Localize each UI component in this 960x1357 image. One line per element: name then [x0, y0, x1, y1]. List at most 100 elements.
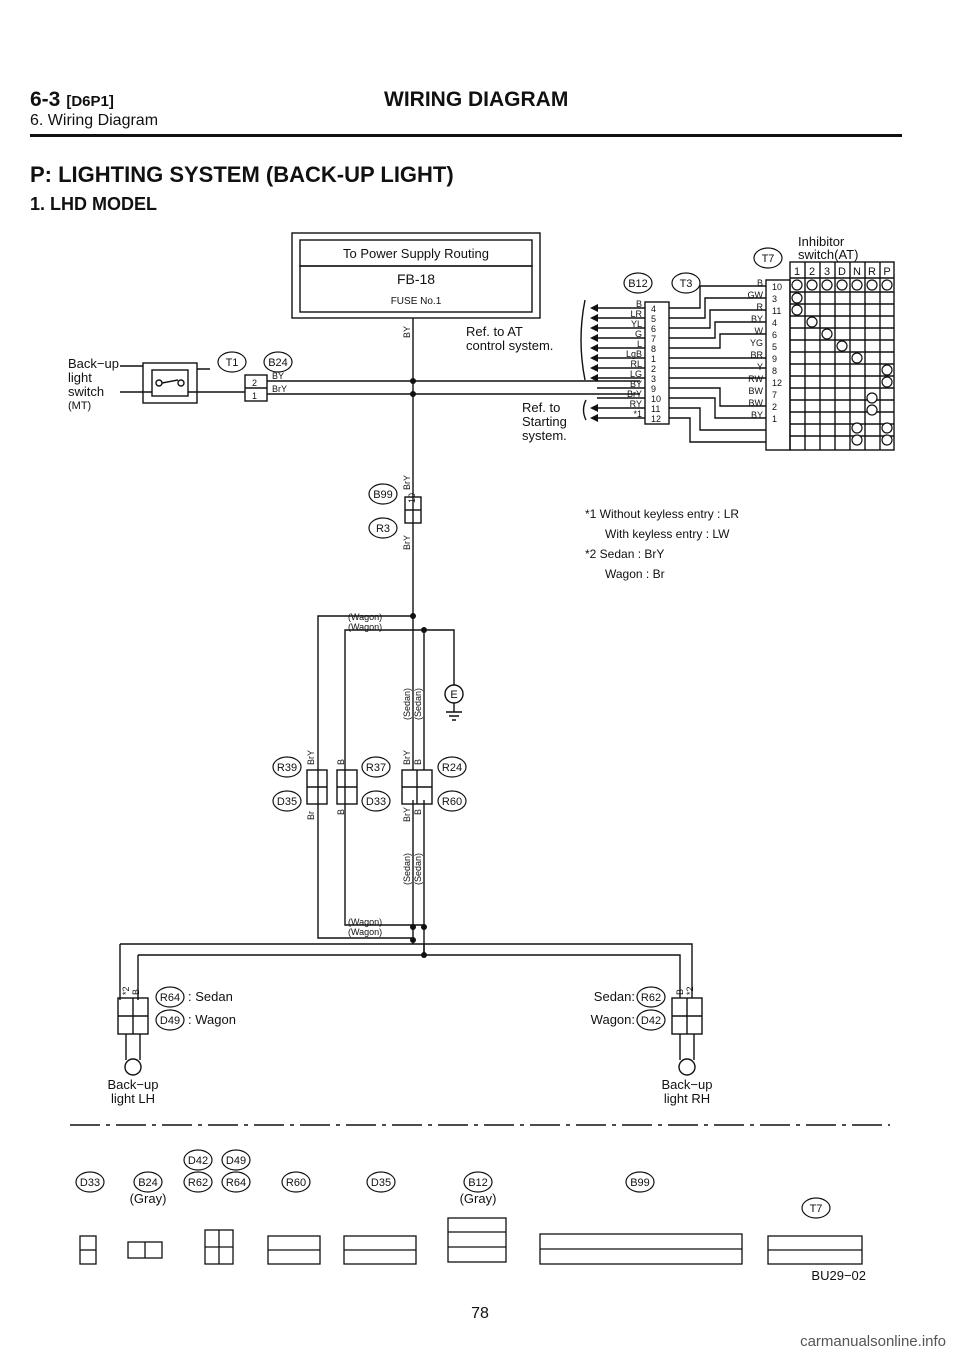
lamp-lh-1: Back−up: [108, 1077, 159, 1092]
d35-oval: [272, 790, 302, 812]
switch-label-2: light: [68, 370, 92, 385]
legend-d49: D49: [226, 1155, 246, 1167]
d33-label: D33: [366, 796, 386, 808]
inhibitor-position-1: 1: [794, 266, 800, 278]
inhibitor-pin-10: 2: [772, 402, 777, 412]
switch-label-1: Back−up: [68, 356, 119, 371]
page-title: P: LIGHTING SYSTEM (BACK-UP LIGHT): [30, 162, 454, 187]
inhibitor-wire-4: W: [755, 326, 764, 336]
wire-bry-r24: BrY: [402, 750, 412, 765]
header-rule: [30, 134, 902, 137]
b12-wire-3: G: [635, 329, 642, 339]
watermark: carmanualsonline.info: [800, 1333, 946, 1350]
sedan-upper-1: (Sedan): [402, 688, 412, 720]
power-supply-label: To Power Supply Routing: [343, 246, 489, 261]
sedan-lower-2: (Sedan): [413, 853, 423, 885]
b12-pin-6: 2: [651, 364, 656, 374]
wagon-lower-2: (Wagon): [348, 927, 382, 937]
switch-pin-2: 2: [252, 378, 257, 388]
inhibitor-pin-9: 7: [772, 390, 777, 400]
note-2b: Wagon : Br: [605, 567, 665, 581]
r39-label: R39: [277, 762, 297, 774]
wire-b-d33: B: [336, 809, 346, 815]
inhibitor-switch-grid: [789, 261, 895, 451]
b12-wire-9: BrY: [627, 389, 642, 399]
d42-oval: [636, 1009, 666, 1031]
wire-b-r60: B: [413, 809, 423, 815]
switch-label-3: switch: [68, 384, 104, 399]
wire-by-switch: BY: [272, 371, 284, 381]
page-number: 78: [471, 1305, 489, 1322]
ref-at-1: Ref. to AT: [466, 324, 523, 339]
b24-label: B24: [268, 357, 288, 369]
wire-b-r24: B: [413, 759, 423, 765]
lamp-lh-2: light LH: [111, 1091, 155, 1106]
b12-wire-11: *1: [633, 409, 642, 419]
star2-lh: *2: [121, 986, 131, 995]
sedan-upper-2: (Sedan): [413, 688, 423, 720]
d35-label: D35: [277, 796, 297, 808]
section-title: 1. LHD MODEL: [30, 194, 158, 214]
b99-oval: [368, 483, 398, 505]
wire-b-r37: B: [336, 759, 346, 765]
inhibitor-wire-11: BY: [751, 410, 763, 420]
inhibitor-wire-7: Y: [757, 362, 763, 372]
r62-oval: [636, 986, 666, 1008]
backup-light-lh: [124, 1058, 142, 1076]
b12-pin-8: 9: [651, 384, 656, 394]
power-supply-box: [291, 232, 541, 319]
inhibitor-label-2: switch(AT): [798, 247, 858, 262]
inhibitor-position-2: 2: [809, 266, 815, 278]
wire-br-d35: Br: [306, 811, 316, 820]
wire-by-main: BY: [402, 326, 412, 338]
ground-e-label: E: [450, 689, 457, 701]
legend-d35: D35: [371, 1177, 391, 1189]
b12-wire-8: BY: [630, 379, 642, 389]
backup-light-rh: [678, 1058, 696, 1076]
r3-label: R3: [376, 523, 390, 535]
d49-label: D49: [160, 1015, 180, 1027]
ref-st-2: Starting: [522, 414, 567, 429]
b12-oval: [623, 272, 653, 294]
t7-oval: [753, 247, 783, 269]
b12-wire-1: LR: [630, 309, 642, 319]
r60-oval: [437, 790, 467, 812]
b12-pin-10: 11: [651, 404, 660, 414]
b12-pin-5: 1: [651, 354, 656, 364]
inhibitor-contacts: [791, 279, 893, 446]
t1-label: T1: [226, 357, 239, 369]
header-title: WIRING DIAGRAM: [384, 88, 569, 111]
b99-label: B99: [373, 489, 393, 501]
legend-t7: T7: [810, 1203, 823, 1215]
t7-label: T7: [762, 253, 775, 265]
b12-pin-4: 8: [651, 344, 656, 354]
wagon-upper-1: (Wagon): [348, 612, 382, 622]
inhibitor-pin-2: 11: [772, 306, 781, 316]
wire-bry-switch: BrY: [272, 384, 287, 394]
b12-connector: [644, 301, 670, 425]
r64-label: R64: [160, 992, 180, 1004]
legend-b12: B12: [468, 1177, 488, 1189]
r37-oval: [361, 756, 391, 778]
rh-wagon: Wagon:: [591, 1012, 635, 1027]
wagon-upper-2: (Wagon): [348, 622, 382, 632]
star2-rh: *2: [685, 986, 695, 995]
r60-label: R60: [442, 796, 462, 808]
legend-gray-b12: (Gray): [460, 1191, 497, 1206]
section-code: [D6P1]: [66, 93, 114, 110]
b12-wire-6: RL: [630, 359, 642, 369]
inhibitor-position-D: D: [838, 266, 846, 278]
ref-st-3: system.: [522, 428, 567, 443]
r39-oval: [272, 756, 302, 778]
r24-oval: [437, 756, 467, 778]
b12-label: B12: [628, 278, 648, 290]
inhibitor-position-P: P: [883, 266, 890, 278]
d42-label: D42: [641, 1015, 661, 1027]
legend-connector-faces: [79, 1217, 863, 1265]
t3-oval: [671, 272, 701, 294]
inhibitor-wire-1: GW: [748, 290, 764, 300]
wire-bry-r3: BrY: [402, 535, 412, 550]
